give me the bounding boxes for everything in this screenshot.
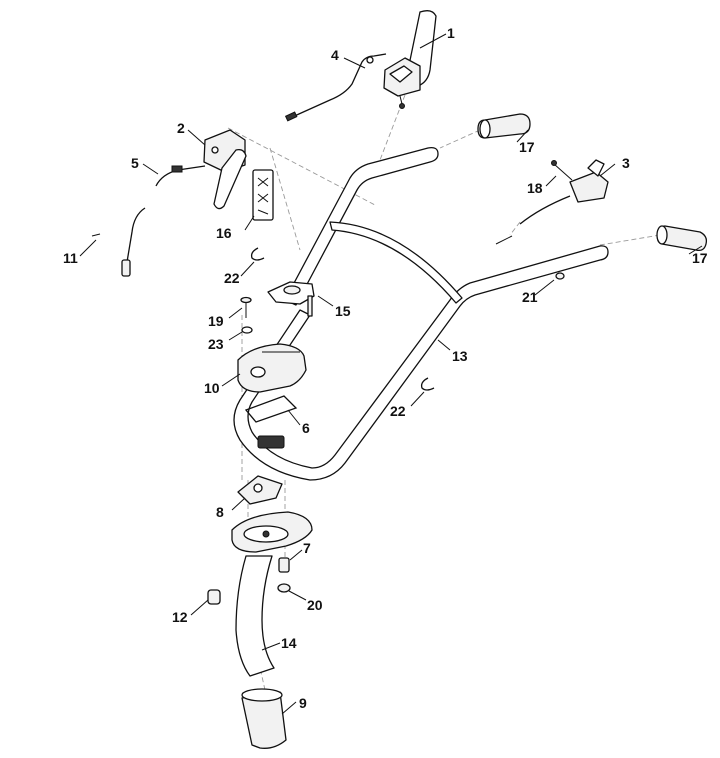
rubber-plug — [207, 589, 221, 605]
callout-17b: 17 — [692, 250, 708, 266]
chute-bushing — [241, 688, 287, 749]
callout-6: 6 — [302, 420, 310, 436]
bolt — [551, 160, 573, 181]
safety-decal — [252, 169, 274, 221]
washer — [241, 326, 253, 334]
callout-18: 18 — [527, 180, 543, 196]
drive-lever-assembly — [203, 129, 247, 210]
callout-16: 16 — [216, 225, 232, 241]
chute-crank-tube — [235, 555, 275, 677]
callout-21: 21 — [522, 289, 538, 305]
callout-2: 2 — [177, 120, 185, 136]
callout-10: 10 — [204, 380, 220, 396]
callout-3: 3 — [622, 155, 630, 171]
callout-4: 4 — [331, 47, 339, 63]
callout-19: 19 — [208, 313, 224, 329]
callout-23: 23 — [208, 336, 224, 352]
callout-22a: 22 — [224, 270, 240, 286]
callout-20: 20 — [307, 597, 323, 613]
control-housing-cover — [237, 343, 307, 393]
handle-grip-right — [656, 225, 708, 252]
callout-11: 11 — [63, 250, 78, 266]
callout-9: 9 — [299, 695, 307, 711]
callout-13: 13 — [452, 348, 468, 364]
callout-22b: 22 — [390, 403, 406, 419]
spring — [278, 557, 290, 573]
nut — [277, 583, 291, 593]
circlip-upper — [250, 247, 265, 261]
screw-small — [555, 272, 565, 280]
circlip-lower — [420, 377, 435, 391]
throttle-cable — [284, 53, 387, 122]
callout-1: 1 — [447, 25, 455, 41]
callout-15: 15 — [335, 303, 351, 319]
callout-12: 12 — [172, 609, 188, 625]
handlebar-frame — [233, 146, 609, 481]
callout-7: 7 — [303, 540, 311, 556]
handle-grip-left — [477, 113, 531, 139]
shift-lever-assembly — [495, 159, 609, 245]
cable-end — [91, 207, 146, 277]
screw — [240, 296, 252, 318]
spring-bracket — [244, 395, 298, 449]
handle-clamp — [267, 281, 315, 317]
callout-8: 8 — [216, 504, 224, 520]
chute-handle-base — [231, 511, 313, 553]
callout-leaders — [79, 33, 703, 715]
callout-labels: 1 2 3 4 5 6 7 8 9 10 11 12 13 14 15 16 1… — [63, 25, 708, 711]
control-lever-assembly — [383, 10, 437, 109]
callout-5: 5 — [131, 155, 139, 171]
pivot-plate — [237, 475, 283, 505]
callout-14: 14 — [281, 635, 297, 651]
drive-cable — [155, 165, 206, 187]
callout-17a: 17 — [519, 139, 535, 155]
